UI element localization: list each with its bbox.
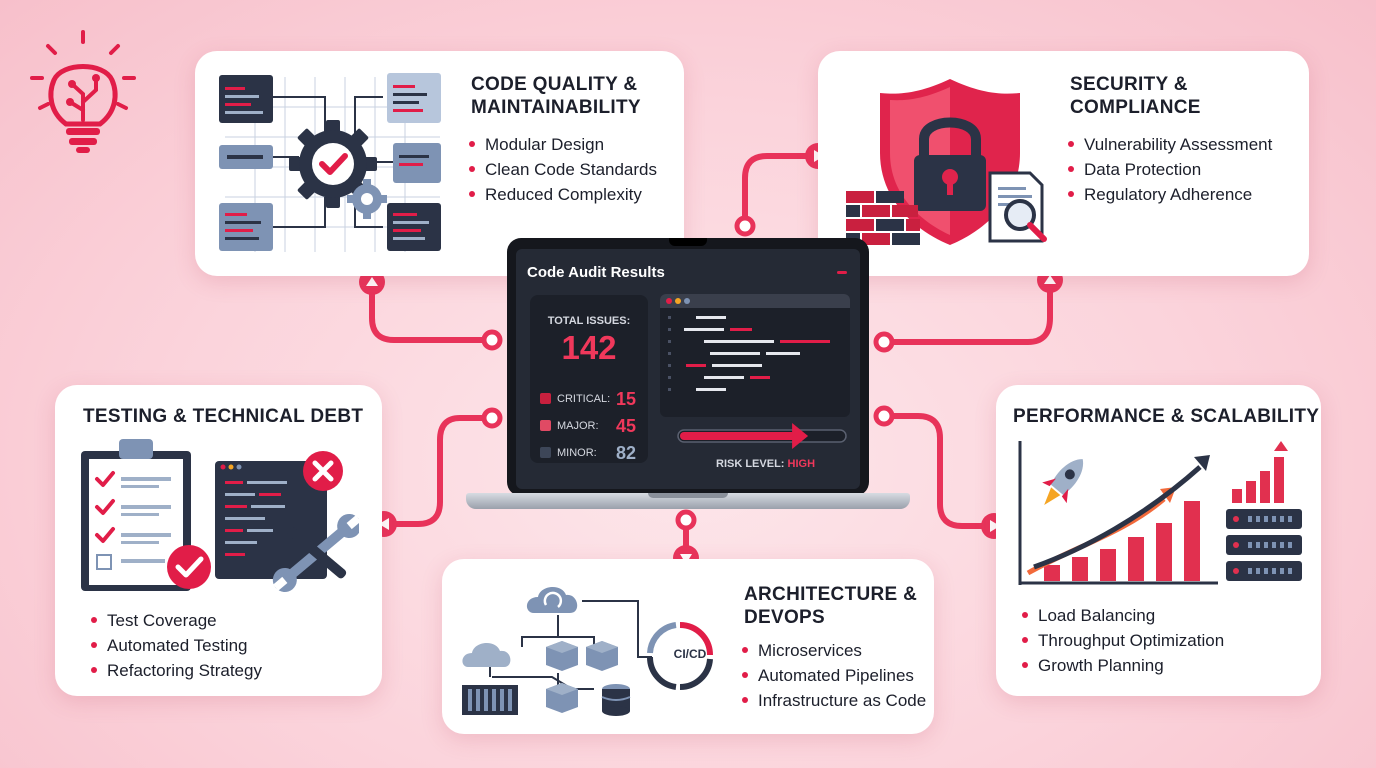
card-security: SECURITY & COMPLIANCE Vulnerability Asse…: [818, 51, 1309, 276]
bullet-list: Test Coverage Automated Testing Refactor…: [89, 608, 262, 683]
risk-arrow-icon: [792, 423, 809, 449]
list-item: Modular Design: [467, 132, 657, 157]
list-item: Throughput Optimization: [1020, 628, 1224, 653]
code-flow-gear-icon: [219, 73, 441, 252]
camera-notch: [669, 238, 707, 246]
laptop-base: [466, 493, 910, 509]
code-editor-pane: [660, 294, 850, 417]
severity-count: 45: [615, 416, 636, 436]
list-item: Automated Testing: [89, 633, 262, 658]
list-item: Infrastructure as Code: [740, 688, 926, 713]
title-line: DEVOPS: [744, 607, 825, 628]
code-lines: [668, 316, 830, 391]
severity-row-critical: CRITICAL: 15: [540, 389, 640, 409]
issue-stats-panel: TOTAL ISSUES: 142 CRITICAL: 15 MAJOR: 45…: [530, 295, 648, 463]
title-line: PERFORMANCE & SCALABILITY: [1013, 406, 1320, 427]
list-item: Test Coverage: [89, 608, 262, 633]
total-issues-label: TOTAL ISSUES:: [547, 315, 631, 327]
title-line: TESTING & TECHNICAL DEBT: [83, 406, 364, 427]
wire-node: [734, 215, 756, 237]
bullet-list: Modular Design Clean Code Standards Redu…: [467, 132, 657, 207]
risk-value: HIGH: [787, 458, 816, 470]
cicd-label: CI/CD: [673, 647, 707, 661]
list-item: Clean Code Standards: [467, 157, 657, 182]
title-line: ARCHITECTURE &: [744, 584, 918, 605]
lightbulb-circuit-icon: [30, 30, 136, 153]
window-dot-icon: [675, 298, 681, 304]
severity-label: MAJOR:: [557, 420, 599, 432]
card-testing: TESTING & TECHNICAL DEBT: [55, 385, 382, 696]
cloud-container-cicd-icon: [462, 586, 713, 716]
list-item: Load Balancing: [1020, 603, 1224, 628]
menu-icon[interactable]: [837, 271, 847, 274]
wire-node: [481, 329, 503, 351]
total-issues-value: 142: [561, 329, 617, 366]
wire-node: [873, 331, 895, 353]
card-performance: PERFORMANCE & SCALABILITY: [996, 385, 1321, 696]
severity-swatch: [540, 420, 551, 431]
list-item: Growth Planning: [1020, 653, 1224, 678]
wire-node: [675, 509, 697, 531]
severity-row-major: MAJOR: 45: [540, 416, 640, 436]
clipboard-checklist-icon: [81, 439, 359, 592]
laptop-dashboard: Code Audit Results TOTAL ISSUES: 142 CRI…: [466, 238, 910, 513]
severity-label: MINOR:: [557, 447, 597, 459]
bullet-list: Vulnerability Assessment Data Protection…: [1066, 132, 1272, 207]
base-notch: [648, 493, 728, 498]
card-title: ARCHITECTURE & DEVOPS: [744, 583, 917, 629]
list-item: Automated Pipelines: [740, 663, 926, 688]
risk-level-text: RISK LEVEL: HIGH: [716, 458, 815, 470]
card-title: PERFORMANCE & SCALABILITY: [1013, 405, 1319, 428]
list-item: Data Protection: [1066, 157, 1272, 182]
card-title: SECURITY & COMPLIANCE: [1070, 73, 1201, 119]
wire-node: [481, 407, 503, 429]
severity-row-minor: MINOR: 82: [540, 443, 640, 463]
list-item: Reduced Complexity: [467, 182, 657, 207]
wire-node: [873, 405, 895, 427]
severity-swatch: [540, 393, 551, 404]
risk-progress-fill: [680, 432, 799, 440]
severity-count: 82: [615, 443, 636, 463]
laptop-lid: Code Audit Results TOTAL ISSUES: 142 CRI…: [507, 238, 869, 496]
risk-progress-bar: [677, 423, 847, 449]
editor-titlebar: [660, 294, 850, 308]
risk-label: RISK LEVEL:: [716, 458, 785, 470]
audit-screen: Code Audit Results TOTAL ISSUES: 142 CRI…: [516, 249, 860, 489]
window-dot-icon: [666, 298, 672, 304]
severity-label: CRITICAL:: [557, 393, 611, 405]
severity-count: 15: [615, 389, 636, 409]
title-line: COMPLIANCE: [1070, 97, 1201, 118]
title-line: CODE QUALITY &: [471, 74, 638, 95]
card-architecture: CI/CD ARCHITECTURE & DEVOPS Microservice…: [442, 559, 934, 734]
list-item: Microservices: [740, 638, 926, 663]
title-line: MAINTAINABILITY: [471, 97, 641, 118]
window-dot-icon: [684, 298, 690, 304]
bullet-list: Load Balancing Throughput Optimization G…: [1020, 603, 1224, 678]
list-item: Vulnerability Assessment: [1066, 132, 1272, 157]
card-title: TESTING & TECHNICAL DEBT: [83, 405, 363, 428]
bullet-list: Microservices Automated Pipelines Infras…: [740, 638, 926, 713]
shield-lock-icon: [846, 79, 1047, 245]
list-item: Refactoring Strategy: [89, 658, 262, 683]
title-line: SECURITY &: [1070, 74, 1188, 95]
severity-swatch: [540, 447, 551, 458]
screen-title: Code Audit Results: [527, 264, 665, 281]
card-title: CODE QUALITY & MAINTAINABILITY: [471, 73, 641, 119]
rocket-growth-chart-icon: [1018, 441, 1302, 585]
list-item: Regulatory Adherence: [1066, 182, 1272, 207]
